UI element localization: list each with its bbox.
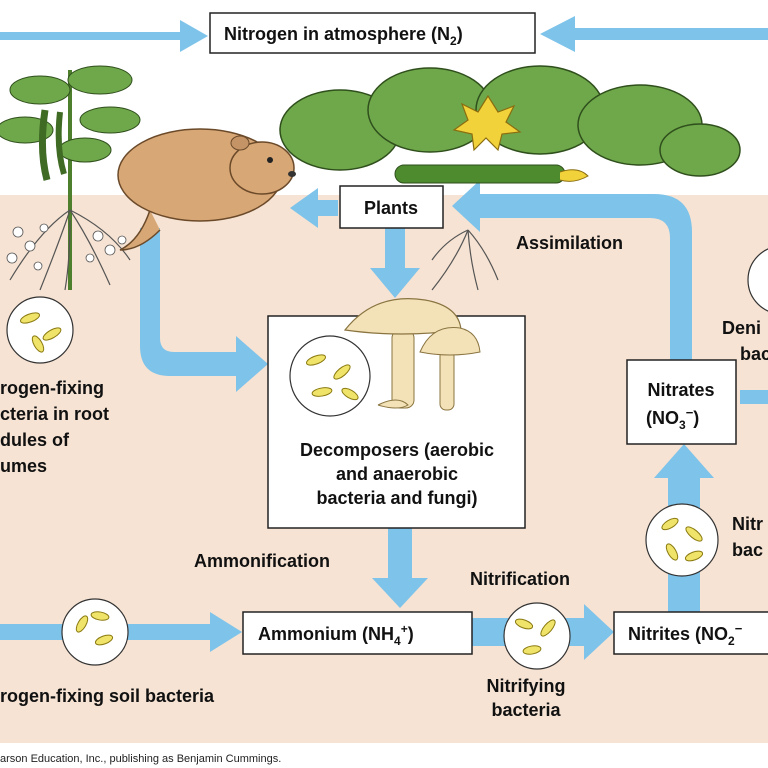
animal-to-decomposers-arrow (140, 228, 268, 392)
nitrifying-right-label-1: Nitr (732, 514, 763, 534)
atmosphere-arrow-left (0, 20, 208, 52)
nitrites-box (613, 611, 768, 655)
ammonification-label: Ammonification (194, 551, 330, 571)
decomposer-bacteria-circle (289, 335, 371, 417)
nitrification-label: Nitrification (470, 569, 570, 589)
credit-text: arson Education, Inc., publishing as Ben… (0, 753, 281, 765)
decomposers-label-1: Decomposers (aerobic (300, 440, 494, 460)
denitrifying-bacteria-circle (747, 248, 768, 312)
decomposers-label-2: and anaerobic (336, 464, 458, 484)
nitrifying-right-label-2: bac (732, 540, 763, 560)
nitrifying-bacteria-label-1: Nitrifying (487, 676, 566, 696)
right-edge-arrow (740, 390, 768, 404)
root-bacteria-label-1: rogen-fixing (0, 378, 104, 398)
nitrifying-bacteria-label-2: bacteria (491, 700, 561, 720)
ammonium-box (242, 611, 473, 655)
soil-bacteria-label: rogen-fixing soil bacteria (0, 686, 215, 706)
root-bacteria-label-2: cteria in root (0, 404, 109, 424)
assimilation-label: Assimilation (516, 233, 623, 253)
mushrooms (343, 298, 481, 411)
root-bacteria-label-3: dules of (0, 430, 70, 450)
denitrifying-label-1: Deni (722, 318, 761, 338)
nitrates-label-1: Nitrates (647, 380, 714, 400)
decomposers-to-ammonium-arrow (372, 528, 428, 608)
nitrates-box (626, 359, 737, 445)
squash-plant (279, 65, 741, 291)
animal-gopher (117, 128, 296, 251)
denitrifying-label-2: bac (740, 344, 768, 364)
plants-to-animal-arrow (290, 188, 338, 228)
nitrates-label-2: (NO3−) (646, 405, 699, 432)
atmosphere-box (209, 12, 536, 54)
atmosphere-label: Nitrogen in atmosphere (N2) (224, 24, 463, 48)
plants-to-decomposers-arrow (370, 228, 420, 298)
nitrifying-bacteria-circle-right (645, 503, 719, 577)
root-bacteria-label-4: umes (0, 456, 47, 476)
assimilation-arrow (452, 180, 692, 360)
decomposers-label-3: bacteria and fungi) (316, 488, 477, 508)
legume-plant (0, 65, 141, 291)
soil-bacteria-circle (61, 598, 129, 666)
plants-box (339, 185, 444, 229)
atmosphere-arrow-right (540, 16, 768, 52)
credit-strip (0, 743, 768, 768)
root-bacteria-circle (6, 296, 74, 364)
nitrites-label: Nitrites (NO2− (628, 621, 743, 648)
ammonium-label: Ammonium (NH4+) (258, 622, 414, 648)
nitrifying-bacteria-circle (503, 602, 571, 670)
plants-label: Plants (364, 198, 418, 218)
